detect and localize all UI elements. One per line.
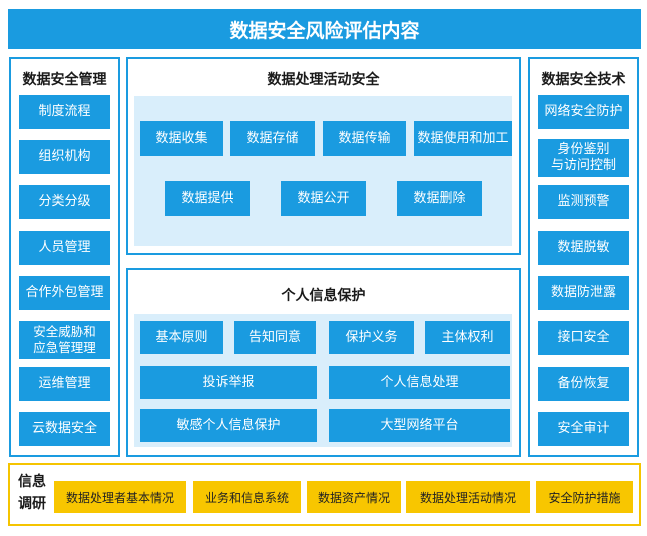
activity-item: 数据公开 [281,181,366,216]
data-security-technology-panel: 数据安全技术 网络安全防护 身份鉴别 与访问控制 监测预警 数据脱敏 数据防泄露… [528,57,639,457]
activity-item: 数据存储 [230,121,315,156]
right-item: 数据防泄露 [538,276,629,310]
left-item: 制度流程 [19,95,110,129]
research-item: 安全防护措施 [536,481,633,513]
research-item: 数据处理者基本情况 [54,481,186,513]
protection-item: 告知同意 [234,321,316,354]
left-item: 分类分级 [19,185,110,219]
right-item: 身份鉴别 与访问控制 [538,139,629,177]
protection-item: 主体权利 [425,321,510,354]
personal-info-protection-panel: 个人信息保护 基本原则 告知同意 保护义务 主体权利 投诉举报 个人信息处理 敏… [126,268,521,457]
right-item: 监测预警 [538,185,629,219]
activity-item: 数据收集 [140,121,223,156]
right-item: 安全审计 [538,412,629,446]
left-item: 云数据安全 [19,412,110,446]
right-item: 接口安全 [538,321,629,355]
activity-item: 数据提供 [165,181,250,216]
left-item: 安全威胁和 应急管理理 [19,321,110,359]
panel-inner [134,96,512,246]
panel-title: 数据安全技术 [541,72,626,88]
left-item: 组织机构 [19,140,110,174]
page-title: 数据安全风险评估内容 [8,9,641,49]
protection-item: 保护义务 [329,321,414,354]
protection-item: 个人信息处理 [329,366,510,399]
right-item: 网络安全防护 [538,95,629,129]
panel-title: 个人信息保护 [281,288,366,304]
information-research-bar: 信息 调研 数据处理者基本情况 业务和信息系统 数据资产情况 数据处理活动情况 … [8,463,641,526]
data-security-management-panel: 数据安全管理 制度流程 组织机构 分类分级 人员管理 合作外包管理 安全威胁和 … [9,57,120,457]
protection-item: 基本原则 [140,321,223,354]
panel-title: 数据处理活动安全 [267,72,380,88]
research-item: 业务和信息系统 [193,481,301,513]
panel-title: 数据安全管理 [22,72,107,88]
activity-item: 数据传输 [323,121,406,156]
left-item: 人员管理 [19,231,110,265]
research-item: 数据资产情况 [307,481,401,513]
protection-item: 投诉举报 [140,366,317,399]
right-item: 数据脱敏 [538,231,629,265]
activity-item: 数据删除 [397,181,482,216]
research-label-line2: 调研 [18,496,46,512]
protection-item: 敏感个人信息保护 [140,409,317,442]
left-item: 合作外包管理 [19,276,110,310]
protection-item: 大型网络平台 [329,409,510,442]
right-item: 备份恢复 [538,367,629,401]
activity-item: 数据使用和加工 [414,121,512,156]
research-label-line1: 信息 [18,474,46,490]
data-processing-activity-panel: 数据处理活动安全 数据收集 数据存储 数据传输 数据使用和加工 数据提供 数据公… [126,57,521,255]
left-item: 运维管理 [19,367,110,401]
research-item: 数据处理活动情况 [406,481,530,513]
